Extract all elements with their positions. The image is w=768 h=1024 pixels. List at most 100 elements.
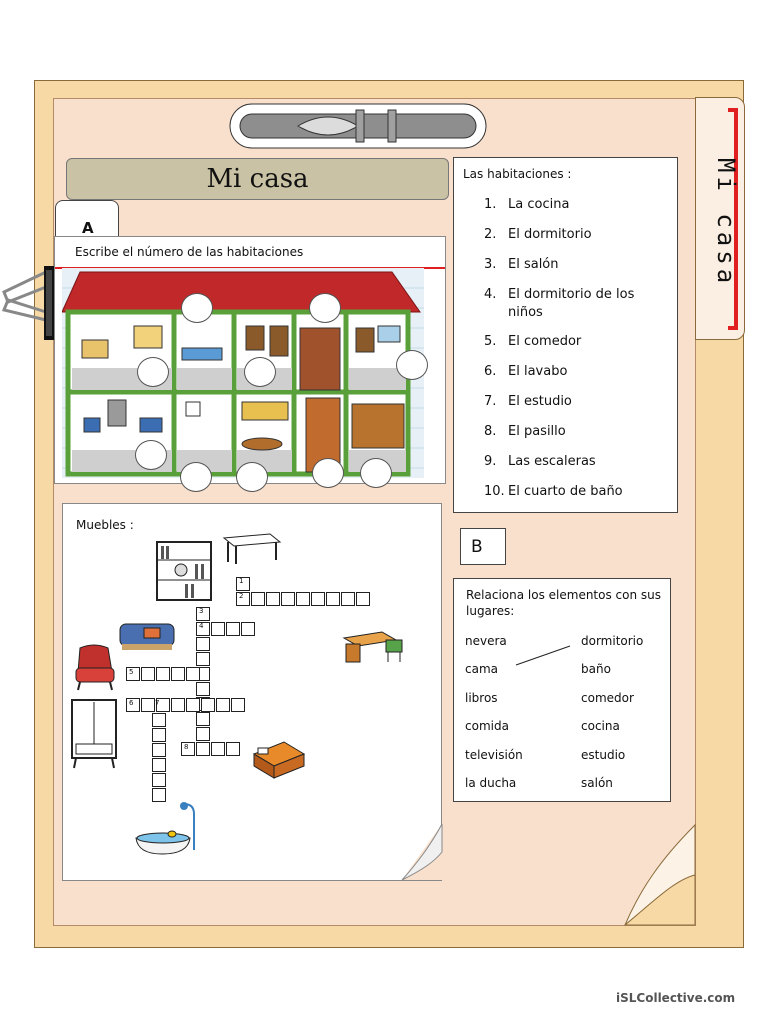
crossword-cell[interactable] [196, 607, 210, 621]
room-item-label: El comedor [508, 334, 582, 349]
crossword-cell[interactable] [356, 592, 370, 606]
match-left-item[interactable]: comida [465, 719, 509, 734]
room-number-circle[interactable] [360, 458, 392, 488]
sofa-icon [119, 623, 175, 650]
room-item: 8.El pasillo [484, 423, 664, 441]
room-item-label: Las escaleras [508, 454, 596, 469]
crossword-cell[interactable] [326, 592, 340, 606]
folder-tab: Mi casa [695, 97, 745, 340]
room-item-number: 10. [484, 484, 505, 499]
room-item-number: 6. [484, 364, 497, 379]
crossword-cell[interactable] [216, 698, 230, 712]
match-left-item[interactable]: cama [465, 662, 498, 677]
crossword-cell[interactable] [152, 773, 166, 787]
room-item-number: 1. [484, 197, 497, 212]
match-left-item[interactable]: nevera [465, 634, 507, 648]
wardrobe-icon [71, 699, 117, 769]
room-item: 9. Las escaleras [484, 453, 664, 471]
page-curl-icon [624, 823, 696, 926]
crossword-cell[interactable] [126, 698, 140, 712]
table-icon [222, 533, 282, 564]
crossword-cell[interactable] [141, 667, 155, 681]
room-number-circle[interactable] [244, 357, 276, 387]
room-item-label: El salón [508, 257, 559, 272]
room-item: 10.El cuarto de baño [484, 483, 664, 501]
match-right-item[interactable]: estudio [581, 747, 626, 762]
crossword-cell[interactable] [211, 622, 225, 636]
crossword-cell[interactable] [241, 622, 255, 636]
crossword-cell[interactable] [152, 743, 166, 757]
room-item-label: El cuarto de baño [508, 484, 623, 499]
crossword-cell[interactable] [341, 592, 355, 606]
crossword-cell[interactable] [152, 788, 166, 802]
crossword-cell[interactable] [196, 742, 210, 756]
crossword-cell[interactable] [156, 667, 170, 681]
room-number-circle[interactable] [396, 350, 428, 380]
crossword-cell[interactable] [186, 667, 200, 681]
match-right-item[interactable]: salón [581, 776, 613, 790]
crossword-cell[interactable] [171, 698, 185, 712]
room-item-number: 8. [484, 424, 497, 439]
match-right-item[interactable]: comedor [581, 690, 634, 705]
crossword-cell[interactable] [251, 592, 265, 606]
crossword-cell[interactable] [152, 728, 166, 742]
crossword-cell[interactable] [152, 713, 166, 727]
desk-icon [342, 631, 403, 663]
section-a-instruction: Escribe el número de las habitaciones [75, 245, 304, 259]
crossword-cell[interactable] [311, 592, 325, 606]
crossword-cell[interactable] [211, 742, 225, 756]
crossword-cell[interactable] [126, 667, 140, 681]
room-number-circle[interactable] [236, 462, 268, 492]
crossword-cell[interactable] [171, 667, 185, 681]
section-a-marker: A [82, 219, 94, 237]
armchair-icon [75, 644, 115, 691]
match-left-item[interactable]: la ducha [465, 776, 517, 790]
match-left-item[interactable]: libros [465, 690, 498, 705]
room-item-label: El estudio [508, 394, 572, 409]
room-item-number: 9. [484, 454, 497, 469]
crossword-cell[interactable] [196, 727, 210, 741]
room-number-circle[interactable] [180, 462, 212, 492]
crossword-cell[interactable] [281, 592, 295, 606]
section-b-box: B [460, 528, 506, 565]
match-right-item[interactable]: baño [581, 662, 611, 677]
crossword-cell[interactable] [186, 698, 200, 712]
room-number-circle[interactable] [137, 357, 169, 387]
room-item: 5. El comedor [484, 333, 664, 351]
crossword-cell[interactable] [156, 698, 170, 712]
match-right-item[interactable]: cocina [581, 719, 620, 734]
crossword-number: 3 [199, 607, 204, 615]
crossword-cell[interactable] [196, 652, 210, 666]
crossword-cell[interactable] [196, 622, 210, 636]
room-item-number: 4. [484, 287, 497, 302]
crossword-cell[interactable] [231, 698, 245, 712]
crossword-cell[interactable] [226, 742, 240, 756]
match-right-item[interactable]: dormitorio [581, 634, 644, 648]
crossword-cell[interactable] [226, 622, 240, 636]
crossword-cell[interactable] [296, 592, 310, 606]
crossword-cell[interactable] [266, 592, 280, 606]
room-number-circle[interactable] [312, 458, 344, 488]
crossword-number: 2 [239, 592, 244, 600]
crossword-cell[interactable] [141, 698, 155, 712]
crossword-cell[interactable] [201, 698, 215, 712]
bed-icon [252, 741, 306, 779]
crossword-cell[interactable] [236, 592, 250, 606]
rod-clip-icon [229, 103, 487, 149]
room-number-circle[interactable] [135, 440, 167, 470]
crossword-cell[interactable] [236, 577, 250, 591]
crossword-cell[interactable] [196, 682, 210, 696]
room-item-number: 7. [484, 394, 497, 409]
room-number-circle[interactable] [309, 293, 341, 323]
crossword-cell[interactable] [196, 637, 210, 651]
room-number-circle[interactable] [181, 293, 213, 323]
room-item-number: 5. [484, 334, 497, 349]
crossword-cell[interactable] [196, 712, 210, 726]
room-item-number: 3. [484, 257, 497, 272]
tab-red-bar [734, 108, 738, 330]
house-illustration [62, 268, 424, 478]
match-left-item[interactable]: televisión [465, 747, 523, 762]
crossword-cell[interactable] [152, 758, 166, 772]
crossword-number: 5 [129, 668, 134, 676]
crossword-cell[interactable] [181, 742, 195, 756]
